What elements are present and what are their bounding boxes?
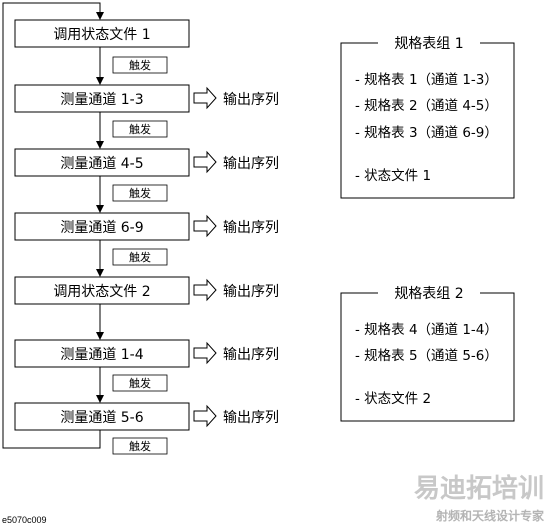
group-item: - 规格表 5（通道 5-6） — [355, 348, 498, 364]
group-item: - 状态文件 2 — [355, 391, 431, 407]
output-sequence: 输出序列 — [193, 214, 279, 238]
output-sequence: 输出序列 — [193, 150, 279, 174]
output-label: 输出序列 — [223, 220, 279, 236]
watermark-main: 易迪拓培训 — [414, 474, 544, 504]
step-box: 测量通道 6-9 — [14, 212, 190, 241]
step-box: 测量通道 1-4 — [14, 339, 190, 368]
group-item: - 规格表 4（通道 1-4） — [355, 322, 498, 338]
trigger-box: 触发 — [112, 437, 168, 455]
output-sequence: 输出序列 — [193, 278, 279, 302]
step-label: 测量通道 4-5 — [60, 156, 143, 172]
step-box: 调用状态文件 2 — [14, 276, 190, 305]
trigger-label: 触发 — [129, 122, 151, 136]
group-item: - 规格表 3（通道 6-9） — [355, 125, 498, 141]
step-box: 测量通道 5-6 — [14, 402, 190, 431]
group-title: 规格表组 2 — [394, 286, 463, 302]
hollow-arrow-icon — [193, 278, 217, 302]
step-label: 调用状态文件 1 — [53, 27, 150, 43]
group-item: - 状态文件 1 — [355, 168, 431, 184]
output-sequence: 输出序列 — [193, 341, 279, 365]
trigger-box: 触发 — [112, 120, 168, 138]
output-label: 输出序列 — [223, 410, 279, 426]
group-title: 规格表组 1 — [394, 36, 463, 52]
output-label: 输出序列 — [223, 284, 279, 300]
hollow-arrow-icon — [193, 86, 217, 110]
trigger-box: 触发 — [112, 56, 168, 74]
trigger-label: 触发 — [129, 250, 151, 264]
trigger-label: 触发 — [129, 439, 151, 453]
group-item: - 规格表 1（通道 1-3） — [355, 72, 498, 88]
step-box: 测量通道 1-3 — [14, 84, 190, 113]
trigger-box: 触发 — [112, 248, 168, 266]
output-label: 输出序列 — [223, 347, 279, 363]
step-box: 调用状态文件 1 — [14, 19, 190, 48]
trigger-label: 触发 — [129, 186, 151, 200]
trigger-label: 触发 — [129, 376, 151, 390]
step-label: 测量通道 5-6 — [60, 410, 143, 426]
output-sequence: 输出序列 — [193, 86, 279, 110]
watermark-sub: 射频和天线设计专家 — [435, 508, 545, 523]
step-label: 调用状态文件 2 — [53, 284, 150, 300]
step-box: 测量通道 4-5 — [14, 148, 190, 177]
loop-back-line — [2, 2, 104, 449]
figure-id: e5070c009 — [2, 515, 47, 525]
spec-group-2: 规格表组 2 - 规格表 4（通道 1-4） - 规格表 5（通道 5-6） -… — [340, 286, 515, 422]
output-label: 输出序列 — [223, 92, 279, 108]
trigger-box: 触发 — [112, 374, 168, 392]
output-label: 输出序列 — [223, 156, 279, 172]
hollow-arrow-icon — [193, 404, 217, 428]
trigger-label: 触发 — [129, 58, 151, 72]
spec-group-1: 规格表组 1 - 规格表 1（通道 1-3） - 规格表 2（通道 4-5） -… — [340, 36, 515, 199]
step-label: 测量通道 1-3 — [60, 92, 143, 108]
trigger-box: 触发 — [112, 184, 168, 202]
output-sequence: 输出序列 — [193, 404, 279, 428]
hollow-arrow-icon — [193, 150, 217, 174]
step-label: 测量通道 1-4 — [60, 347, 143, 363]
group-item: - 规格表 2（通道 4-5） — [355, 98, 498, 114]
hollow-arrow-icon — [193, 214, 217, 238]
step-label: 测量通道 6-9 — [60, 220, 143, 236]
hollow-arrow-icon — [193, 341, 217, 365]
